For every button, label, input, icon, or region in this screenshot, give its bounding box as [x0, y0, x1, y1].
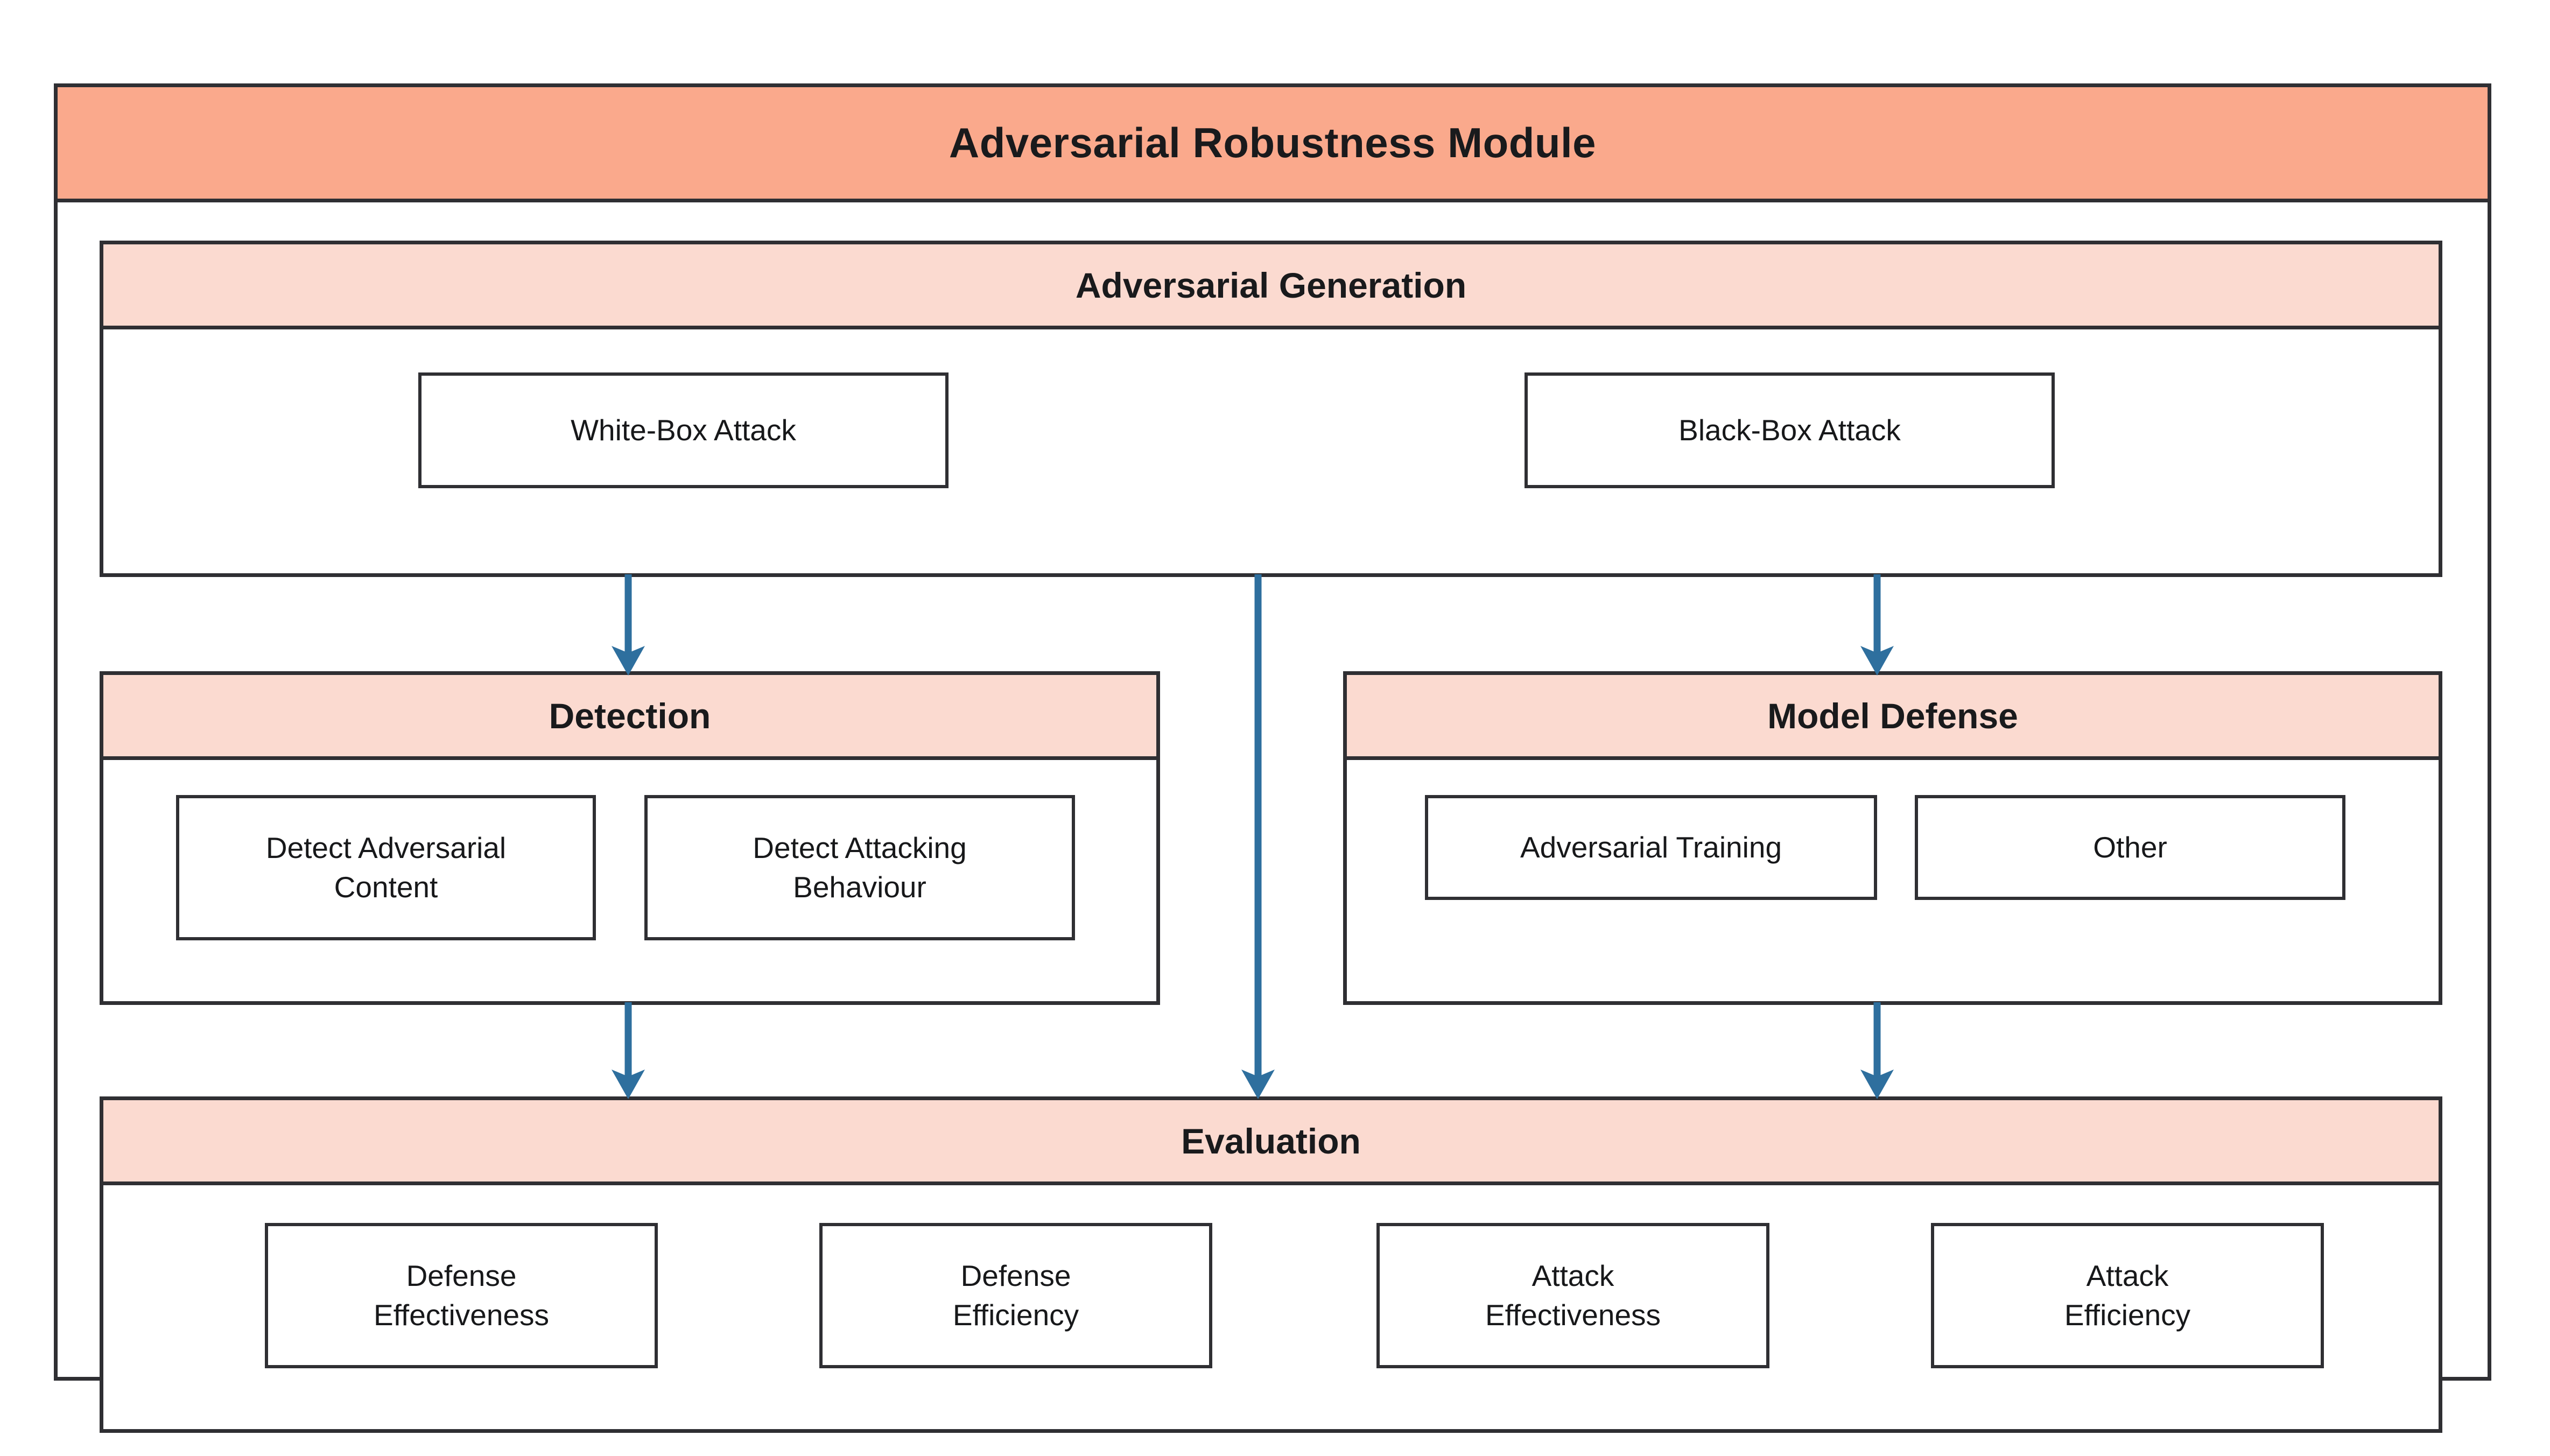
arrow-generation-to-detection	[612, 574, 645, 676]
node-label-detect-attacking-behaviour: Detect Attacking Behaviour	[753, 831, 967, 904]
node-defense-effectiveness[interactable]: Defense Effectiveness	[265, 1223, 658, 1368]
arrow-model-defense-to-evaluation	[1860, 1002, 1894, 1099]
section-adversarial-generation: Adversarial Generation White-Box Attack …	[100, 241, 2442, 577]
section-header-adversarial-generation: Adversarial Generation	[103, 244, 2439, 329]
node-attack-efficiency[interactable]: Attack Efficiency	[1931, 1223, 2324, 1368]
node-other[interactable]: Other	[1915, 795, 2345, 900]
section-body-detection: Detect Adversarial Content Detect Attack…	[103, 760, 1156, 997]
section-body-adversarial-generation: White-Box Attack Black-Box Attack	[103, 329, 2439, 569]
arrow-generation-to-model-defense	[1860, 574, 1894, 676]
node-label-attack-efficiency: Attack Efficiency	[2064, 1259, 2191, 1332]
arrow-detection-to-evaluation	[612, 1002, 645, 1099]
node-defense-efficiency[interactable]: Defense Efficiency	[819, 1223, 1212, 1368]
node-label-defense-effectiveness: Defense Effectiveness	[373, 1259, 550, 1332]
section-body-model-defense: Adversarial Training Other	[1347, 760, 2439, 997]
arrow-generation-to-evaluation	[1241, 574, 1275, 1099]
adversarial-robustness-module: Adversarial Robustness Module Adversaria…	[54, 83, 2491, 1433]
node-black-box-attack[interactable]: Black-Box Attack	[1525, 372, 2055, 488]
node-label-other: Other	[2093, 831, 2167, 864]
section-body-evaluation: Defense Effectiveness Defense Efficiency…	[103, 1185, 2439, 1425]
node-label-detect-adversarial-content: Detect Adversarial Content	[265, 831, 507, 904]
section-title-detection: Detection	[549, 695, 711, 736]
node-detect-adversarial-content[interactable]: Detect Adversarial Content	[176, 795, 596, 940]
section-title-evaluation: Evaluation	[1181, 1121, 1361, 1161]
section-detection: Detection Detect Adversarial Content Det…	[100, 671, 1160, 1005]
node-white-box-attack[interactable]: White-Box Attack	[418, 372, 949, 488]
section-header-detection: Detection	[103, 675, 1156, 760]
module-title-band: Adversarial Robustness Module	[58, 87, 2488, 202]
section-title-adversarial-generation: Adversarial Generation	[1075, 265, 1467, 305]
node-label-adversarial-training: Adversarial Training	[1520, 831, 1782, 864]
section-header-evaluation: Evaluation	[103, 1100, 2439, 1185]
section-model-defense: Model Defense Adversarial Training Other	[1343, 671, 2442, 1005]
node-adversarial-training[interactable]: Adversarial Training	[1425, 795, 1877, 900]
node-label-defense-efficiency: Defense Efficiency	[952, 1259, 1079, 1332]
node-label-attack-effectiveness: Attack Effectiveness	[1485, 1259, 1661, 1332]
node-attack-effectiveness[interactable]: Attack Effectiveness	[1376, 1223, 1769, 1368]
node-detect-attacking-behaviour[interactable]: Detect Attacking Behaviour	[644, 795, 1075, 940]
section-title-model-defense: Model Defense	[1767, 695, 2018, 736]
module-title: Adversarial Robustness Module	[949, 119, 1597, 166]
node-label-white-box-attack: White-Box Attack	[571, 413, 796, 447]
section-evaluation: Evaluation Defense Effectiveness Defense…	[100, 1096, 2442, 1433]
node-label-black-box-attack: Black-Box Attack	[1678, 413, 1901, 447]
section-header-model-defense: Model Defense	[1347, 675, 2439, 760]
